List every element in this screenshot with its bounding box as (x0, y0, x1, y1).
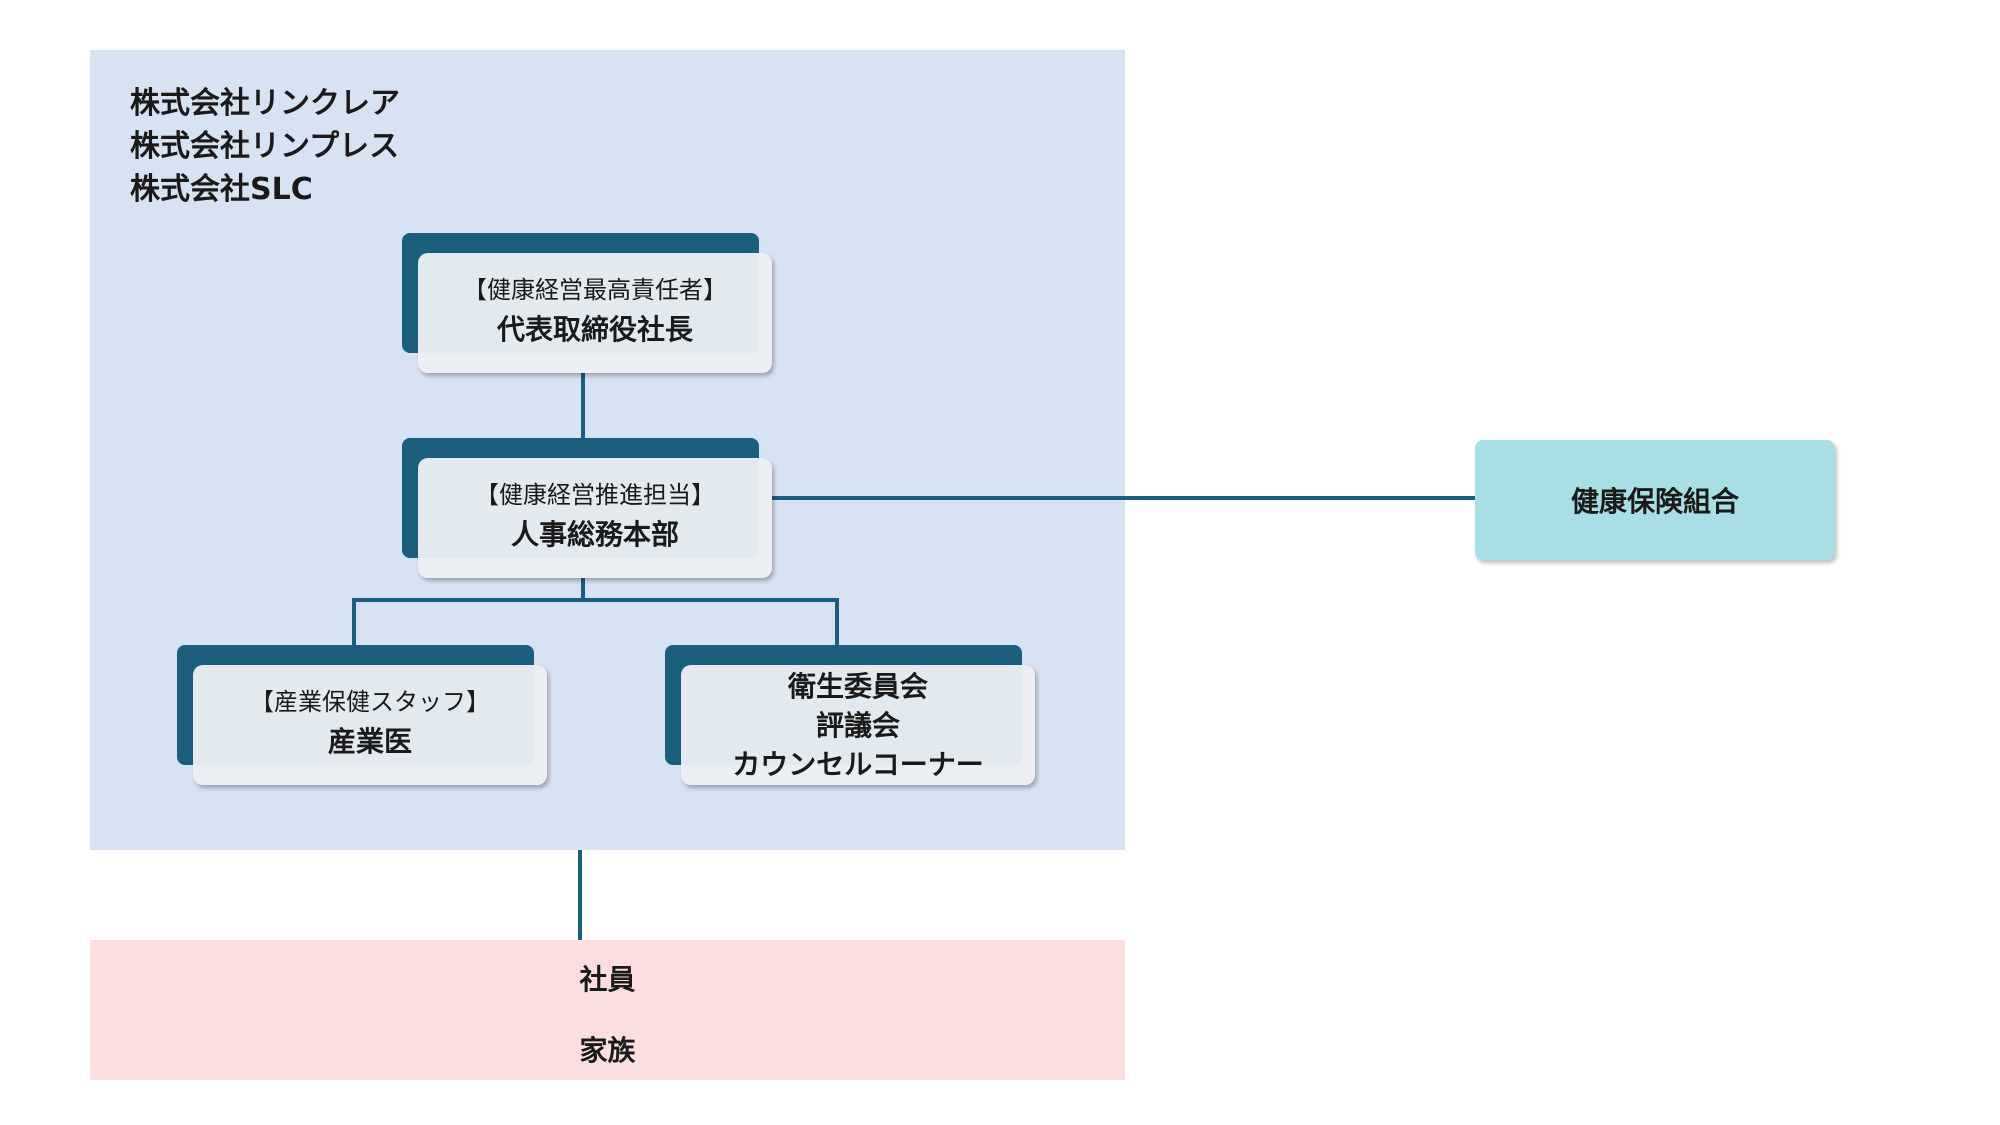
ceo-node: 【健康経営最高責任者】 代表取締役社長 (402, 233, 772, 373)
employee-panel (90, 940, 1125, 1080)
committee-line: カウンセルコーナー (732, 747, 984, 781)
company-name: 株式会社リンクレア (130, 86, 400, 121)
promoter-role: 【健康経営推進担当】 (475, 481, 715, 509)
node-card: 【健康経営最高責任者】 代表取締役社長 (418, 253, 772, 373)
promoter-title: 人事総務本部 (510, 518, 679, 551)
staff-title: 産業医 (327, 725, 412, 758)
committee-line: 評議会 (815, 708, 900, 742)
promoter-node: 【健康経営推進担当】 人事総務本部 (402, 438, 772, 578)
connector-promoter-to-branches (352, 578, 585, 645)
committee-line: 衛生委員会 (787, 669, 928, 703)
employees-label: 社員 (579, 963, 636, 996)
committee-node: 衛生委員会 評議会 カウンセルコーナー (665, 645, 1035, 785)
health-insurance-union-box: 健康保険組合 (1475, 440, 1835, 560)
node-card: 【健康経営推進担当】 人事総務本部 (418, 458, 772, 578)
node-card: 【産業保健スタッフ】 産業医 (193, 665, 547, 785)
node-card: 衛生委員会 評議会 カウンセルコーナー (681, 665, 1035, 785)
occupational-health-staff-node: 【産業保健スタッフ】 産業医 (177, 645, 547, 785)
ceo-role: 【健康経営最高責任者】 (463, 276, 727, 304)
company-name: 株式会社SLC (130, 172, 313, 207)
staff-role: 【産業保健スタッフ】 (250, 688, 490, 716)
company-list: 株式会社リンクレア 株式会社リンプレス 株式会社SLC (130, 82, 400, 211)
connector-branch-committee (583, 598, 839, 645)
ceo-title: 代表取締役社長 (496, 313, 693, 346)
company-name: 株式会社リンプレス (130, 129, 400, 164)
families-label: 家族 (579, 1034, 636, 1067)
